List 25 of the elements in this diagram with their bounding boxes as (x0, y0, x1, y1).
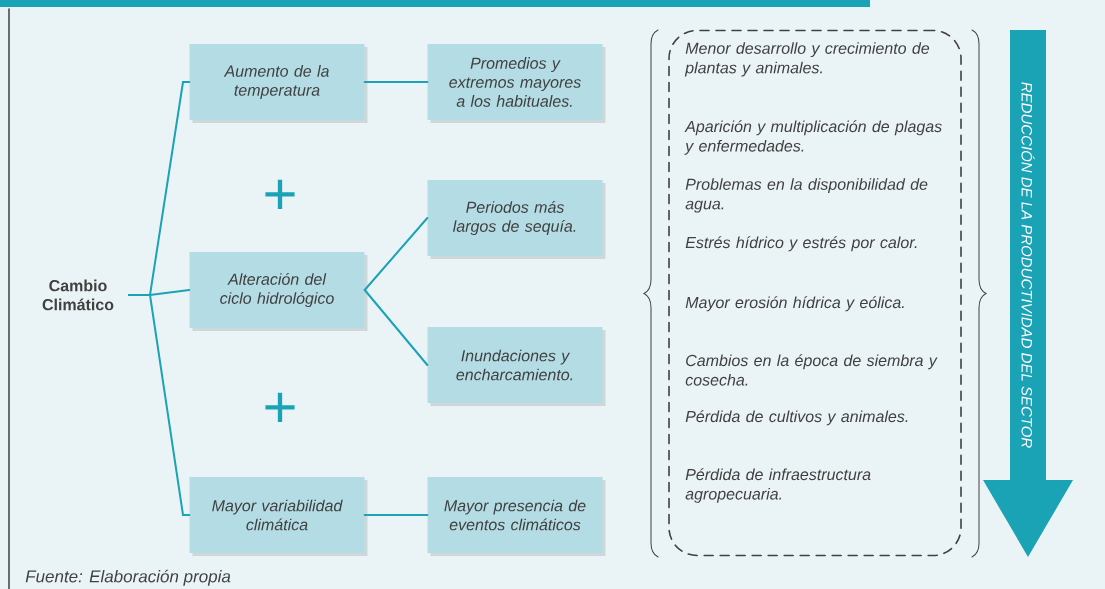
connector-line (363, 81, 429, 83)
list-item: Mayor erosión hídrica y eólica. (685, 296, 904, 312)
process-box: Promedios y extremos mayores a los habituales. (427, 44, 606, 123)
caption: Fuente: Elaboración propia (25, 569, 231, 586)
process-box: Mayor presencia de eventos climáticos (427, 477, 606, 556)
plus-sign: + (265, 179, 295, 210)
list-item: Aparición y multiplicación de plagas y enfermedades. (684, 120, 942, 155)
list-item: Problemas en la disponibilidad de agua. (685, 178, 928, 213)
list-item: Pérdida de infraestructura agropecuaria. (685, 468, 871, 503)
process-box: Periodos más largos de sequía. (427, 180, 606, 259)
process-box: Inundaciones y encharcamiento. (427, 327, 606, 406)
list-item: Menor desarrollo y crecimiento de plantas y animales. (684, 42, 930, 77)
connector-line (363, 289, 429, 366)
connector-line (363, 514, 429, 516)
connector-line (363, 217, 429, 291)
list-item: Pérdida de cultivos y animales. (685, 410, 908, 426)
list-item: Estrés hídrico y estrés por calor. (685, 236, 917, 252)
plus-sign: + (265, 392, 295, 423)
process-box: Mayor variabilidad climática (189, 477, 368, 556)
process-box: Aumento de la temperatura (189, 44, 368, 123)
arrow-banner: REDUCCIÓN DE LA PRODUCTIVIDAD DEL SECTOR (983, 30, 1073, 557)
process-box: Alteración del ciclo hidrológico (189, 252, 368, 331)
label-text: Cambio Climático (42, 279, 114, 311)
connector-line (128, 294, 191, 516)
list-item: Cambios en la época de siembra y cosecha. (685, 354, 938, 386)
